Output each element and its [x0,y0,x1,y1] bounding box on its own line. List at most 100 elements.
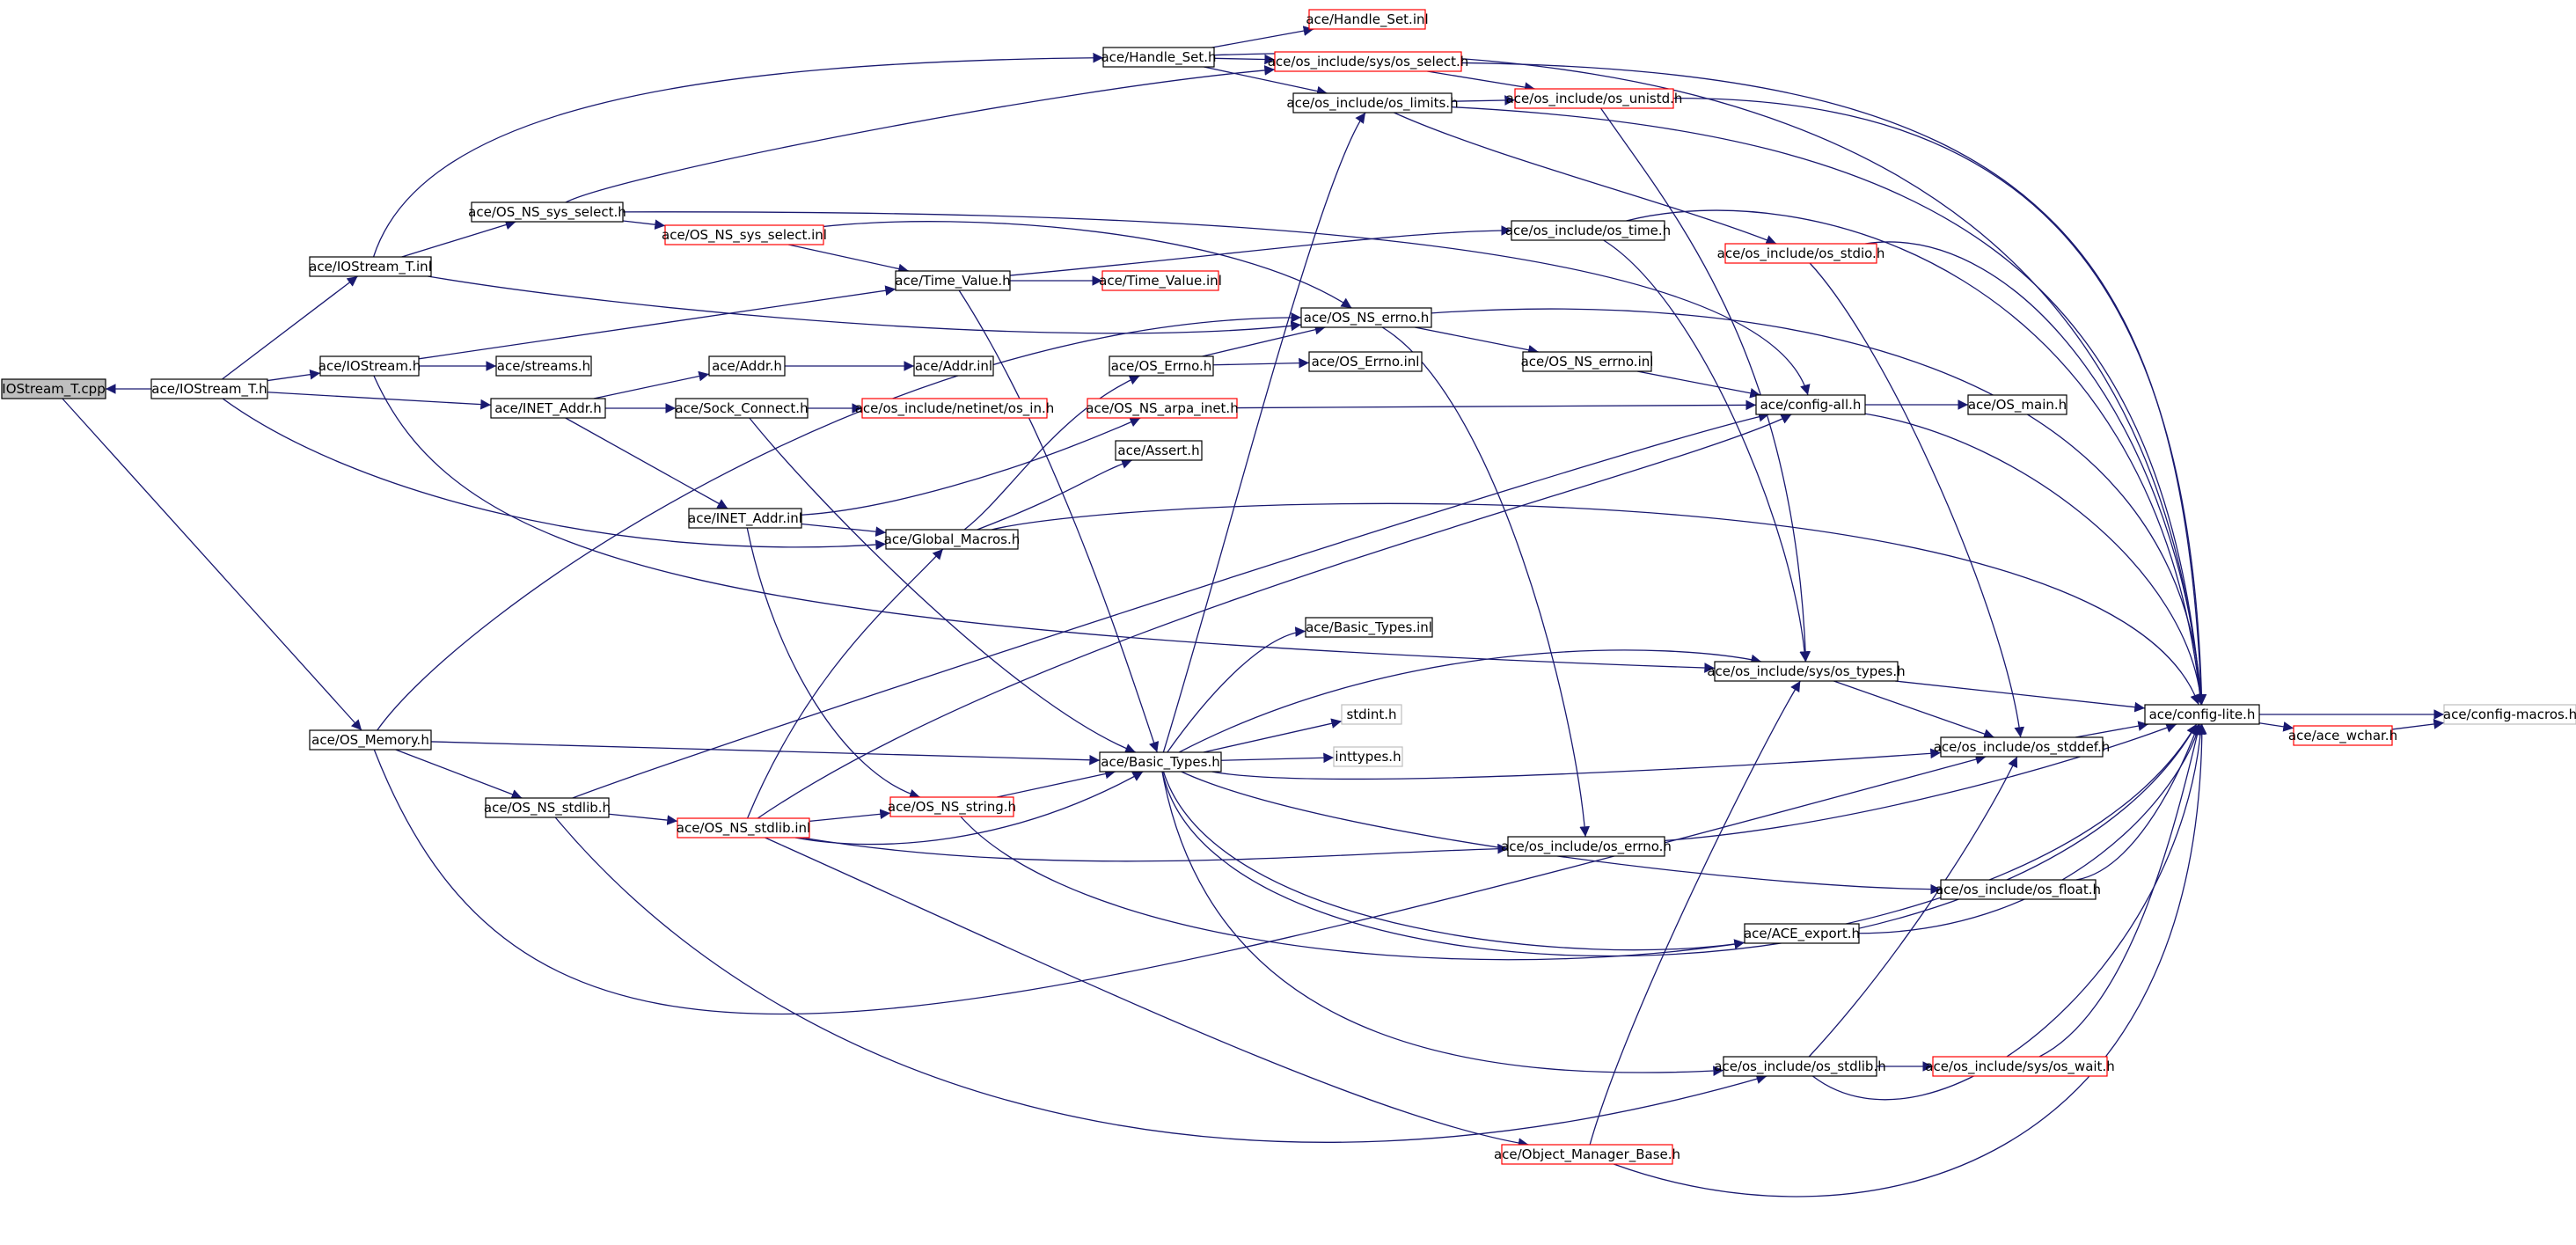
node-box [677,817,810,839]
node-label: ace/OS_main.h [1968,397,2067,414]
edge-os_include_sys_os_select_h-to-config_lite_h [1460,62,2206,706]
edge-basic_types_h-to-basic_types_inl [1167,626,1306,753]
node-box [309,729,432,751]
node-box [913,355,994,377]
node-os-errno-inl[interactable]: ace/OS_Errno.inl [1308,351,1423,372]
node-os-include-os-float-h[interactable]: ace/os_include/os_float.h [1936,879,2101,900]
edge-iostream_t_h-to-iostream_t_inl [222,275,358,380]
node-iostream-h[interactable]: ace/IOStream.h [318,355,421,377]
edge-os_ns_stdlib_inl-to-os_ns_string_h [809,809,891,823]
node-os-ns-sys-select-inl[interactable]: ace/OS_NS_sys_select.inl [662,224,827,245]
node-basic-types-inl[interactable]: ace/Basic_Types.inl [1305,617,1433,638]
node-object-manager-base-h[interactable]: ace/Object_Manager_Base.h [1494,1144,1680,1165]
node-os-memory-h[interactable]: ace/OS_Memory.h [309,729,432,751]
node-stdint-h[interactable]: stdint.h [1341,704,1402,725]
edge-handle_set_h-to-handle_set_inl [1211,26,1314,48]
node-ace-wchar-h[interactable]: ace/ace_wchar.h [2288,725,2397,746]
node-label: ace/Handle_Set.h [1101,49,1216,66]
node-handle-set-h[interactable]: ace/Handle_Set.h [1101,47,1217,68]
edge-inet_addr_h-to-addr_h [593,370,710,399]
node-label: ace/IOStream_T.h [151,381,267,398]
edge-os_ns_arpa_inet_h-to-config_all_h [1236,399,1757,411]
node-inet-addr-h[interactable]: ace/INET_Addr.h [490,398,606,419]
edge-os_include_os_stdio_h-to-config_lite_h [1865,241,2206,706]
edge-handle_set_h-to-os_include_os_limits_h [1204,66,1328,97]
node-label: ace/config-all.h [1760,397,1862,413]
node-label: ace/Time_Value.h [895,273,1010,289]
node-label: stdint.h [1346,707,1396,722]
node-iostream-t-cpp[interactable]: IOStream_T.cpp [1,378,106,399]
node-ace-export-h[interactable]: ace/ACE_export.h [1744,923,1860,944]
node-inttypes-h[interactable]: inttypes.h [1333,746,1403,767]
node-box [708,355,786,377]
node-label: ace/os_include/os_unistd.h [1506,91,1683,107]
node-os-ns-errno-h[interactable]: ace/OS_NS_errno.h [1300,307,1432,328]
edge-basic_types_h-to-os_include_os_stdlib_h [1161,771,1724,1076]
node-os-errno-h[interactable]: ace/OS_Errno.h [1109,355,1214,377]
node-os-include-os-stddef-h[interactable]: ace/os_include/os_stddef.h [1934,736,2111,758]
node-iostream-t-inl[interactable]: ace/IOStream_T.inl [309,256,432,277]
edge-os_include_os_float_h-to-config_lite_h [2075,723,2200,881]
node-os-include-sys-os-select-h[interactable]: ace/os_include/sys/os_select.h [1268,51,1469,72]
edge-os_include_os_unistd_h-to-config_lite_h [1672,97,2207,706]
node-label: ace/os_include/netinet/os_in.h [855,400,1055,417]
node-time-value-h[interactable]: ace/Time_Value.h [895,270,1011,291]
node-os-include-os-unistd-h[interactable]: ace/os_include/os_unistd.h [1506,88,1683,109]
edge-object_manager_base_h-to-config_lite_h [1613,723,2207,1197]
node-box [664,224,824,245]
node-box [1305,617,1433,638]
node-addr-inl[interactable]: ace/Addr.inl [913,355,994,377]
edge-os_ns_string_h-to-basic_types_h [996,768,1116,798]
node-os-include-sys-os-wait-h[interactable]: ace/os_include/sys/os_wait.h [1925,1056,2115,1077]
node-os-main-h[interactable]: ace/OS_main.h [1967,394,2067,415]
node-label: ace/Basic_Types.inl [1306,619,1432,636]
edge-os_memory_h-to-os_ns_errno_h [377,312,1302,731]
node-basic-types-h[interactable]: ace/Basic_Types.h [1099,751,1222,773]
node-os-include-sys-os-types-h[interactable]: ace/os_include/sys/os_types.h [1707,661,1906,682]
node-os-include-os-stdio-h[interactable]: ace/os_include/os_stdio.h [1717,243,1885,264]
node-os-ns-string-h[interactable]: ace/OS_NS_string.h [888,796,1016,817]
edge-config_all_h-to-config_lite_h [1864,413,2206,706]
edge-ace_wchar_h-to-config_macros_h [2391,719,2445,730]
node-global-macros-h[interactable]: ace/Global_Macros.h [884,529,1021,550]
node-inet-addr-inl[interactable]: ace/INET_Addr.inl [688,508,802,529]
node-assert-h[interactable]: ace/Assert.h [1115,440,1203,461]
node-box [319,355,420,377]
node-box [675,398,809,419]
node-config-macros-h[interactable]: ace/config-macros.h [2443,704,2576,725]
node-addr-h[interactable]: ace/Addr.h [708,355,786,377]
node-label: ace/config-macros.h [2443,707,2576,722]
node-os-ns-sys-select-h[interactable]: ace/OS_NS_sys_select.h [468,201,626,223]
node-box [309,256,432,277]
node-label: ace/os_include/os_stdio.h [1717,245,1885,262]
node-os-ns-arpa-inet-h[interactable]: ace/OS_NS_arpa_inet.h [1086,398,1239,419]
node-box [1755,394,1866,415]
node-label: ace/ACE_export.h [1744,926,1860,942]
node-os-include-os-errno-h[interactable]: ace/os_include/os_errno.h [1501,836,1672,857]
node-os-ns-stdlib-inl[interactable]: ace/OS_NS_stdlib.inl [677,817,810,839]
edge-os_include_sys_os_types_h-to-os_include_os_stddef_h [1833,680,1994,739]
node-box [688,508,802,529]
node-iostream-t-h[interactable]: ace/IOStream_T.h [150,378,268,399]
node-label: ace/OS_NS_errno.h [1304,310,1430,326]
node-os-ns-errno-inl[interactable]: ace/OS_NS_errno.inl [1521,351,1654,372]
node-handle-set-inl[interactable]: ace/Handle_Set.inl [1306,9,1429,30]
node-os-include-os-limits-h[interactable]: ace/os_include/os_limits.h [1286,92,1459,114]
node-box [1723,1056,1877,1077]
edge-global_macros_h-to-os_errno_h [963,375,1140,531]
node-box [2443,704,2576,725]
node-os-include-os-time-h[interactable]: ace/os_include/os_time.h [1505,220,1671,241]
edge-basic_types_h-to-config_lite_h [1161,723,2198,957]
node-config-all-h[interactable]: ace/config-all.h [1755,394,1866,415]
node-os-include-netinet-os-in-h[interactable]: ace/os_include/netinet/os_in.h [855,398,1055,419]
node-os-ns-stdlib-h[interactable]: ace/OS_NS_stdlib.h [484,797,611,818]
node-box [1300,307,1432,328]
node-label: ace/OS_NS_sys_select.h [468,204,626,221]
node-config-lite-h[interactable]: ace/config-lite.h [2144,704,2260,725]
node-label: ace/Assert.h [1117,443,1199,458]
node-os-include-os-stdlib-h[interactable]: ace/os_include/os_stdlib.h [1714,1056,1886,1077]
node-sock-connect-h[interactable]: ace/Sock_Connect.h [675,398,809,419]
node-streams-h[interactable]: ace/streams.h [495,355,592,377]
node-time-value-inl[interactable]: ace/Time_Value.inl [1099,270,1222,291]
